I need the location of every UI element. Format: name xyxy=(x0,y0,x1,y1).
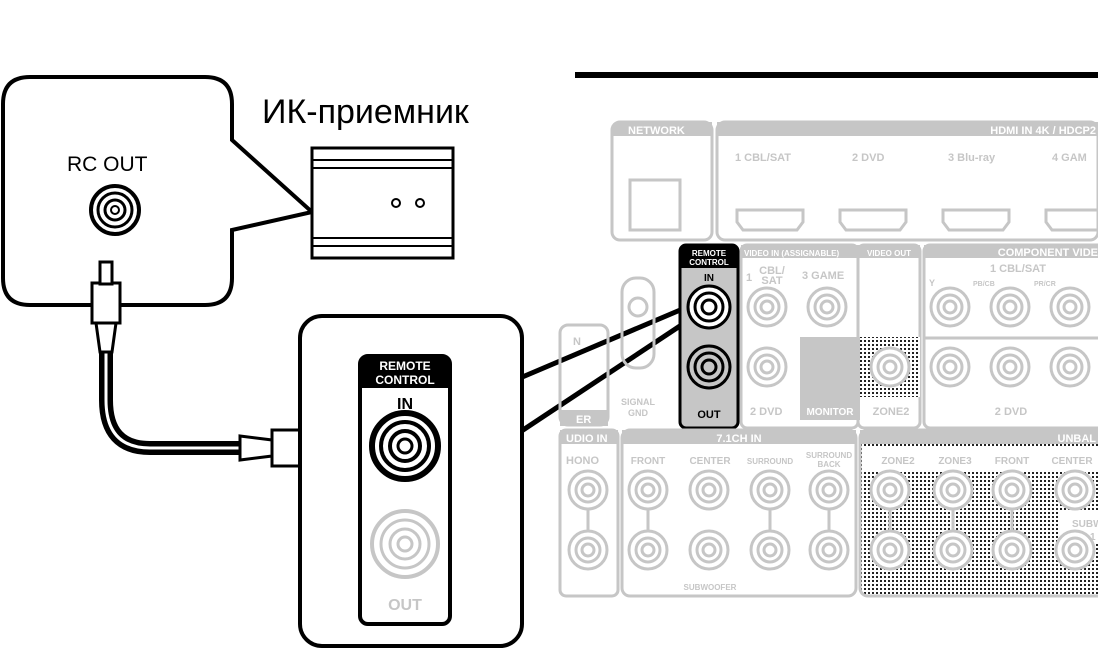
rear-remote-label: REMOTE xyxy=(692,249,727,258)
rear-remote-out-label: OUT xyxy=(697,409,721,421)
rc-out-callout: RC OUT xyxy=(1,75,317,307)
partial-label: N xyxy=(573,336,581,348)
rear-remote-label: CONTROL xyxy=(689,258,729,267)
hdmi-port-icon xyxy=(941,208,1011,232)
receiver-rear-panel: NETWORK HDMI IN 4K / HDCP2 1 CBL/SAT 2 D… xyxy=(558,120,1098,598)
partial-label: ER xyxy=(576,414,591,426)
zoom-in-jack-icon xyxy=(369,410,441,482)
video-in-1: SAT xyxy=(761,275,782,287)
rc-out-jack-icon xyxy=(89,184,141,236)
rear-remote-out-jack-icon xyxy=(686,344,732,390)
component-pr-label: PR/CR xyxy=(1034,281,1056,288)
unbal-zone2: ZONE2 xyxy=(881,456,915,467)
network-label: NETWORK xyxy=(628,125,685,137)
ethernet-port-icon xyxy=(628,178,682,232)
hdmi-2: 2 DVD xyxy=(852,152,884,164)
zoom-in-label: IN xyxy=(397,396,413,413)
rca-jacks xyxy=(746,286,1091,388)
subw-num: 1 xyxy=(1090,532,1096,543)
hdmi-port-icon xyxy=(735,208,805,232)
zoom-out-label: OUT xyxy=(388,597,422,614)
ch71-front: FRONT xyxy=(631,456,665,467)
rc-out-label: RC OUT xyxy=(67,153,148,176)
audio-in-label: UDIO IN xyxy=(566,433,608,445)
top-rule xyxy=(575,72,1098,78)
signal-gnd-label: SIGNAL xyxy=(621,397,656,407)
component-1-label: 1 CBL/SAT xyxy=(990,263,1046,275)
video-out-label: VIDEO OUT xyxy=(867,249,911,258)
unbal-label: UNBAL xyxy=(1058,433,1097,445)
remote-control-zoom-callout: REMOTE CONTROL IN OUT xyxy=(298,314,524,648)
video-in-1: CBL/ xyxy=(759,265,785,277)
ch71-in-label: 7.1CH IN xyxy=(716,433,761,445)
subw-label: SUBW xyxy=(1072,519,1098,530)
ch71-center: CENTER xyxy=(689,456,731,467)
zone2-video-label: ZONE2 xyxy=(873,406,910,418)
zoom-out-jack-icon xyxy=(370,509,440,579)
hdmi-port-icon xyxy=(838,208,908,232)
rear-remote-in-jack-icon xyxy=(686,284,732,330)
pointer-line xyxy=(519,302,693,381)
subwoofer-label: SUBWOOFER xyxy=(684,583,737,592)
hdmi-1: 1 CBL/SAT xyxy=(735,152,791,164)
ch71-surround: SURROUND xyxy=(747,457,793,466)
rca-jacks xyxy=(567,469,1096,571)
ir-receiver-icon xyxy=(310,146,455,260)
ch71-surround-back: BACK xyxy=(817,460,840,469)
signal-gnd-label: GND xyxy=(628,408,649,418)
component-pb-label: PB/CB xyxy=(973,281,995,288)
video-in-3: 3 GAME xyxy=(802,270,844,282)
hdmi-port-icon xyxy=(1044,208,1098,232)
ch71-surround-back: SURROUND xyxy=(806,451,852,460)
video-in-label: VIDEO IN (ASSIGNABLE) xyxy=(744,249,839,258)
monitor-label: MONITOR xyxy=(806,407,854,418)
component-y-label: Y xyxy=(929,278,935,288)
video-in-1: 1 xyxy=(746,272,752,284)
video-in-2: 2 DVD xyxy=(750,406,782,418)
unbal-zone3: ZONE3 xyxy=(938,456,972,467)
hdmi-in-label: HDMI IN 4K / HDCP2 xyxy=(990,125,1096,137)
zoom-header-line2: CONTROL xyxy=(375,373,434,387)
unbal-center: CENTER xyxy=(1051,456,1093,467)
ir-receiver-title: ИК-приемник xyxy=(262,93,470,131)
unbal-front: FRONT xyxy=(995,456,1029,467)
signal-gnd-terminal-icon xyxy=(620,276,656,370)
zoom-header-line1: REMOTE xyxy=(379,359,430,373)
component-2-label: 2 DVD xyxy=(995,406,1027,418)
phono-label: HONO xyxy=(566,455,599,467)
hdmi-3: 3 Blu-ray xyxy=(948,152,996,164)
rear-remote-in-label: IN xyxy=(704,273,714,284)
pointer-line xyxy=(518,315,694,435)
component-label: COMPONENT VIDE xyxy=(998,247,1098,259)
hdmi-4: 4 GAM xyxy=(1052,152,1087,164)
